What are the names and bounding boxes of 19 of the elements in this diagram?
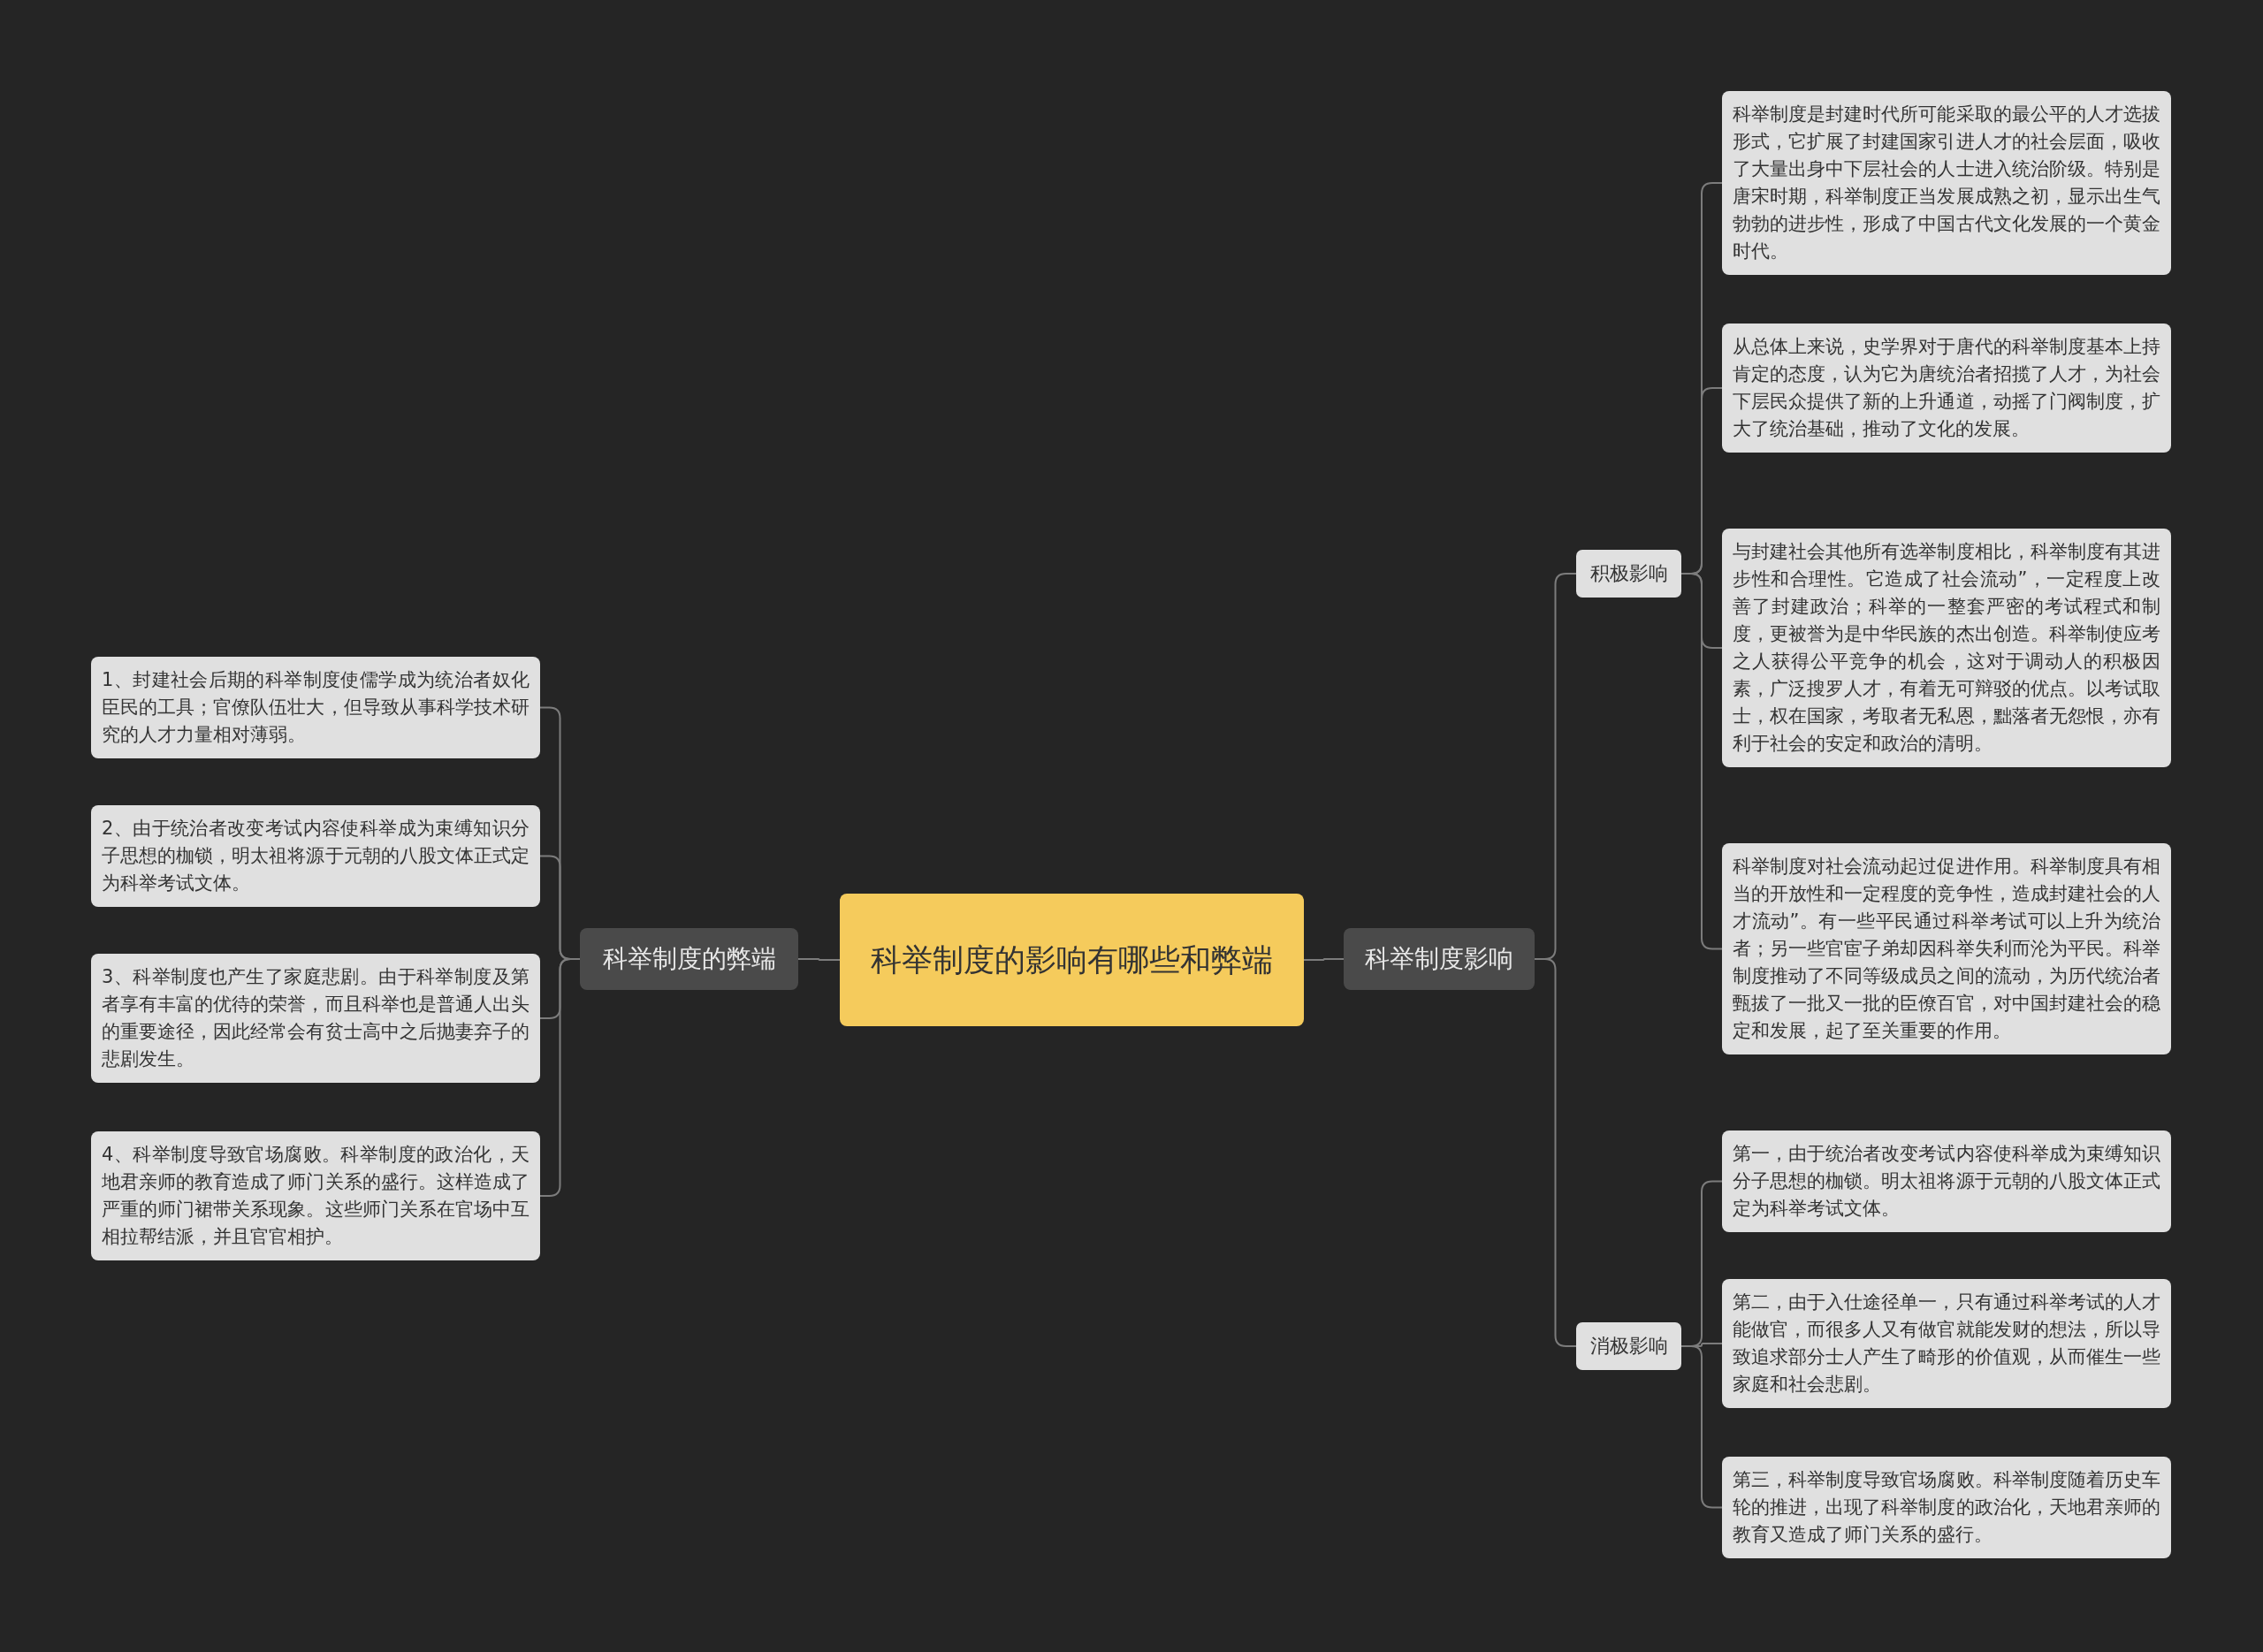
text-card: 从总体上来说，史学界对于唐代的科举制度基本上持肯定的态度，认为它为唐统治者招揽了人才，为社会下层民众提供了新的上升通道，动摇了门阀制度，扩大了统治基础，推动了文化的发展。 [1722,324,2171,453]
text-card: 科举制度是封建时代所可能采取的最公平的人才选拔形式，它扩展了封建国家引进人才的社会层面，吸收了大量出身中下层社会的人士进入统治阶级。特别是唐宋时期，科举制度正当发展成熟之初，显示出生气勃勃的进步性，形成了中国古代文化发展的一个黄金时代。 [1722,91,2171,275]
text-card: 1、封建社会后期的科举制度使儒学成为统治者奴化臣民的工具；官僚队伍壮大，但导致从事科学技术研究的人才力量相对薄弱。 [91,657,540,758]
text-card: 2、由于统治者改变考试内容使科举成为束缚知识分子思想的枷锁，明太祖将源于元朝的八股文体正式定为科举考试文体。 [91,805,540,907]
text-card: 第一，由于统治者改变考试内容使科举成为束缚知识分子思想的枷锁。明太祖将源于元朝的八股文体正式定为科举考试文体。 [1722,1131,2171,1232]
root-topic: 科举制度的影响有哪些和弊端 [840,894,1304,1026]
subtopic: 消极影响 [1576,1322,1681,1370]
text-card: 3、科举制度也产生了家庭悲剧。由于科举制度及第者享有丰富的优待的荣誉，而且科举也是普通人出头的重要途径，因此经常会有贫士高中之后抛妻弃子的悲剧发生。 [91,954,540,1083]
connector-line [539,958,581,1197]
text-card: 第二，由于入仕途径单一，只有通过科举考试的人才能做官，而很多人又有做官就能发财的想法，所以导致追求部分士人产生了畸形的价值观，从而催生一些家庭和社会悲剧。 [1722,1279,2171,1408]
text-card: 科举制度对社会流动起过促进作用。科举制度具有相当的开放性和一定程度的竞争性，造成封建社会的人才流动”。有一些平民通过科举考试可以上升为统治者；另一些官宦子弟却因科举失利而沦为平民。科举制度推动了不同等级成员之间的流动，为历代统治者甄拔了一批又一批的臣僚百官，对中国封建社会的稳定和发展，起了至关重要的作用。 [1722,843,2171,1054]
connector-line [797,958,841,961]
branch-topic: 科举制度影响 [1344,928,1535,990]
text-card: 与封建社会其他所有选举制度相比，科举制度有其进步性和合理性。它造成了社会流动”，一定程度上改善了封建政治；科举的一整套严密的考试程式和制度，更被誉为是中华民族的杰出创造。科举制使应考之人获得公平竞争的机会，这对于调动人的积极因素，广泛搜罗人才，有着无可辩驳的优点。以考试取士，权在国家，考取者无私恩，黜落者无怨恨，亦有利于社会的安定和政治的清明。 [1722,529,2171,767]
text-card: 4、科举制度导致官场腐败。科举制度的政治化，天地君亲师的教育造成了师门关系的盛行。这样造成了严重的师门裙带关系现象。这些师门关系在官场中互相拉帮结派，并且官官相护。 [91,1131,540,1260]
text-card: 第三，科举制度导致官场腐败。科举制度随着历史车轮的推进，出现了科举制度的政治化，天地君亲师的教育又造成了师门关系的盛行。 [1722,1457,2171,1558]
branch-topic: 科举制度的弊端 [580,928,798,990]
subtopic: 积极影响 [1576,550,1681,598]
connector-line [1303,958,1345,961]
